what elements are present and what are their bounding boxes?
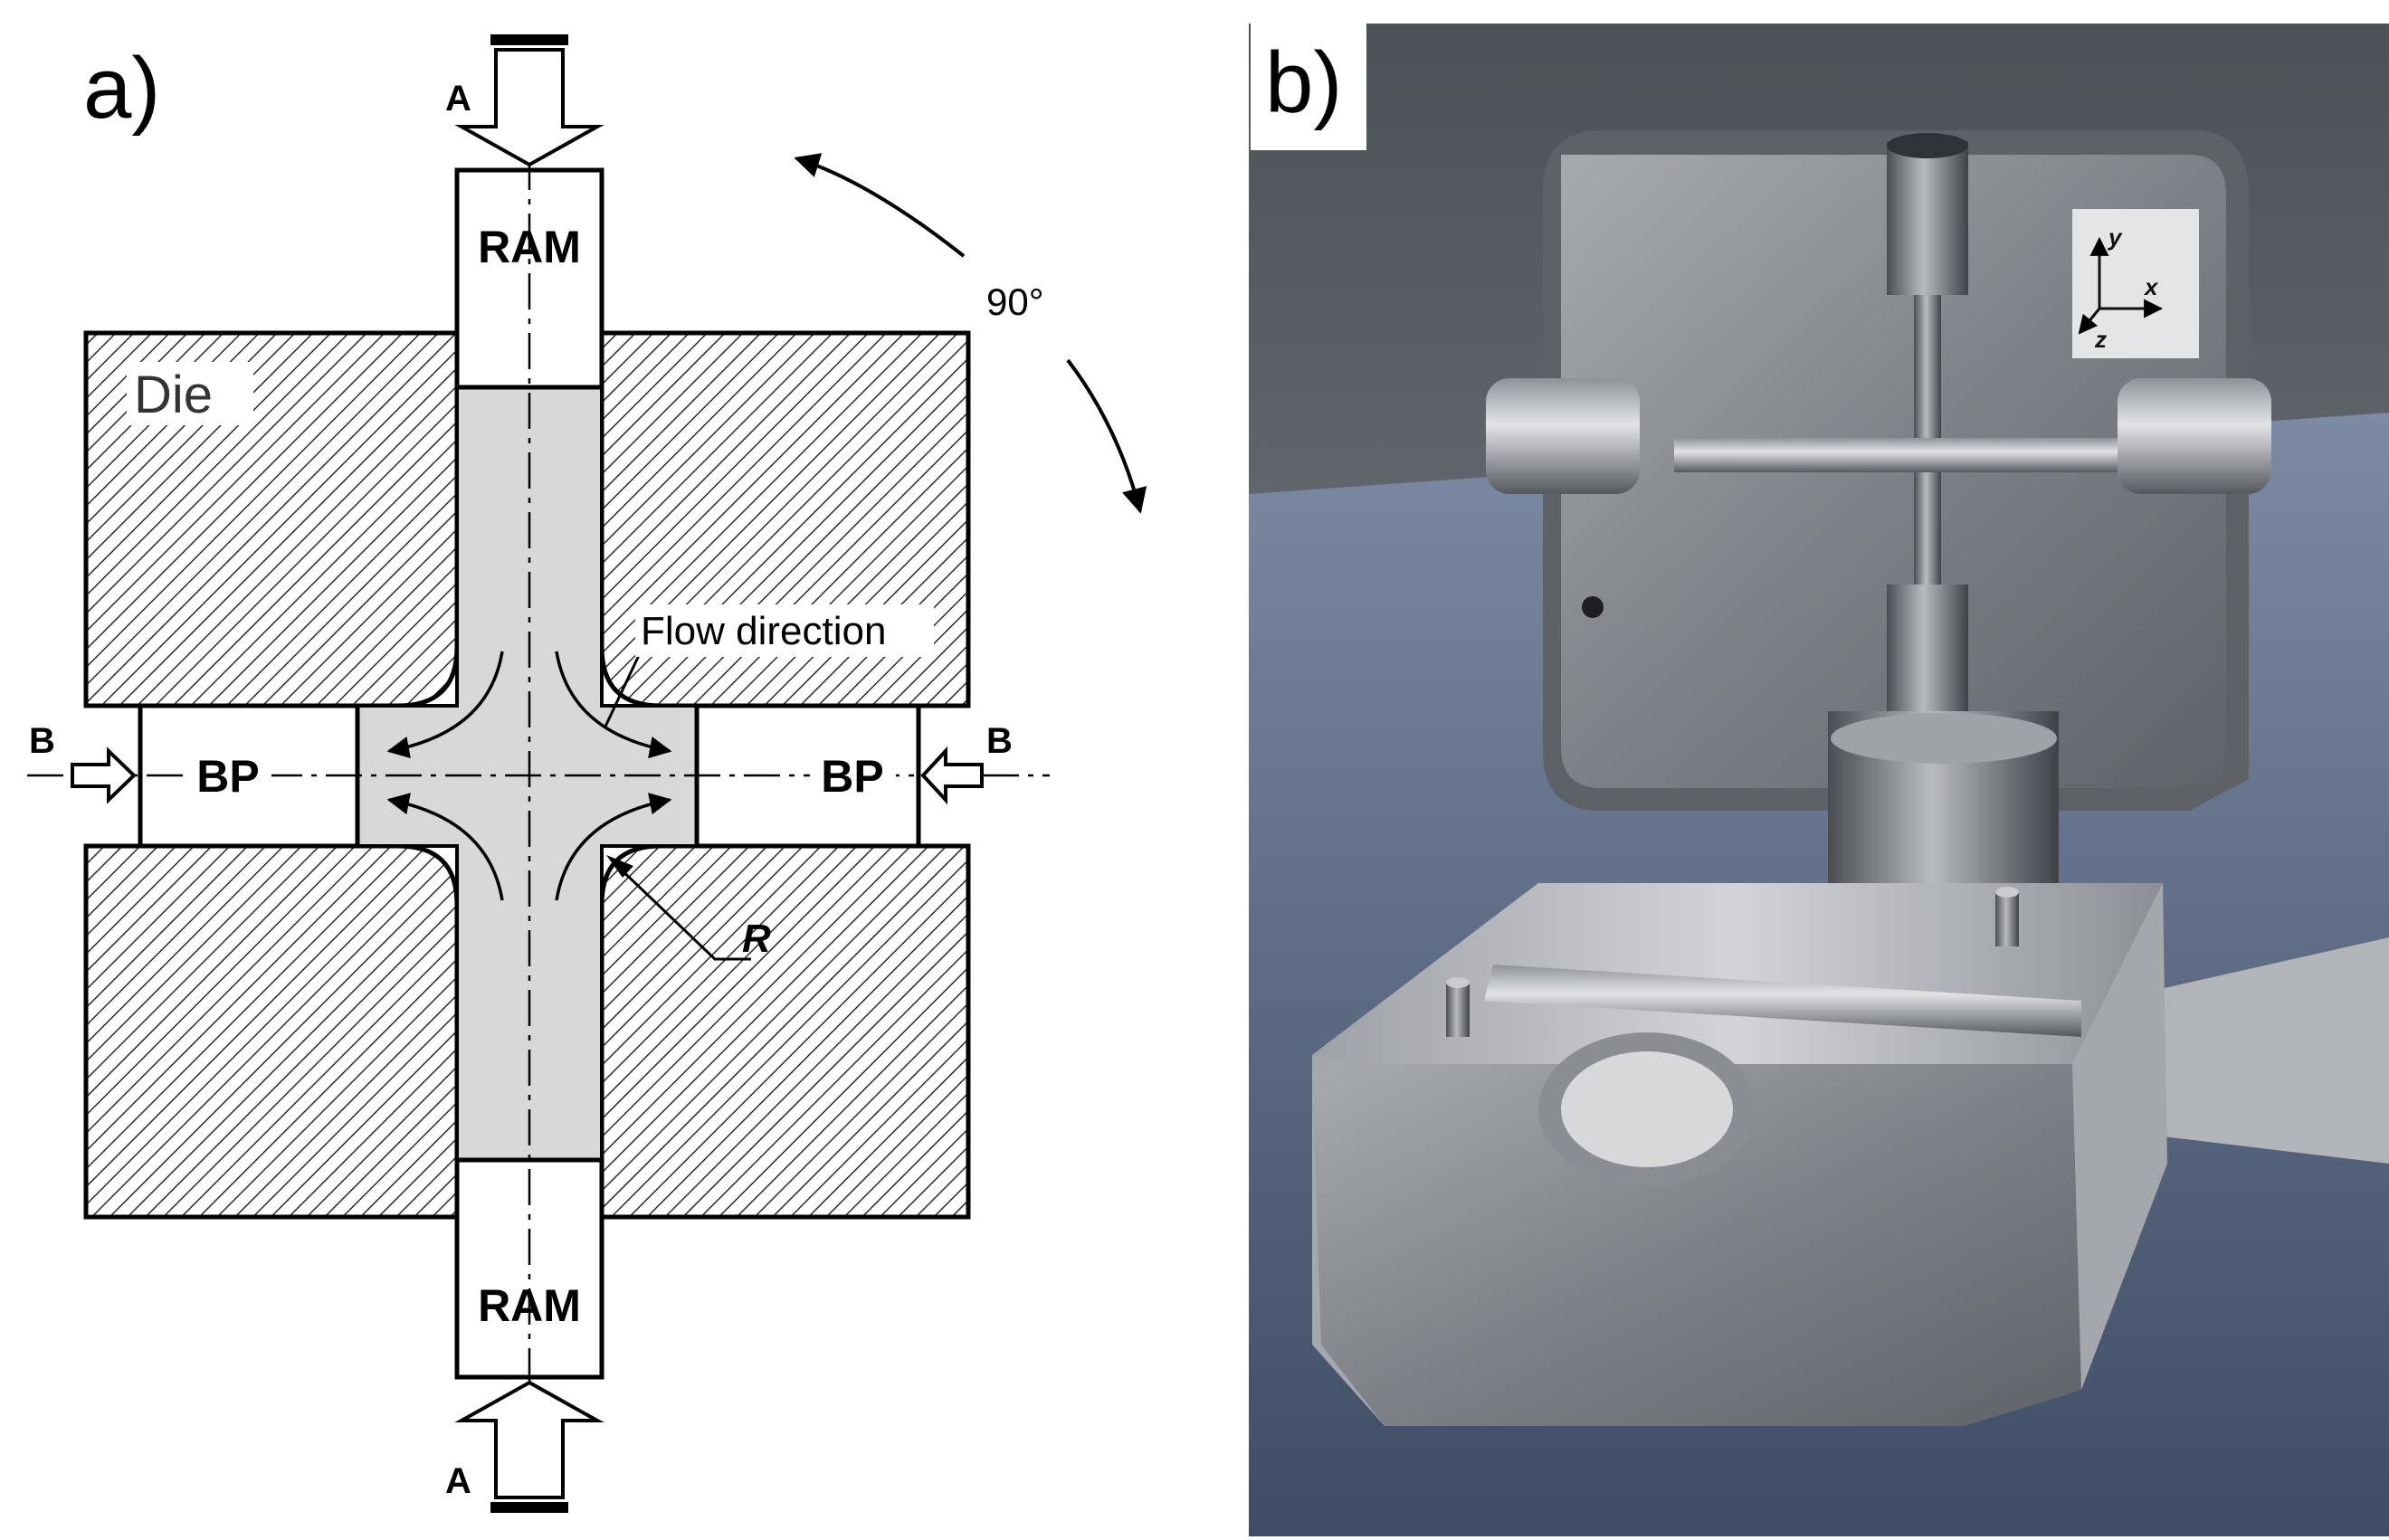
rotation-arrow-upper [794,153,966,258]
arrow-a-bottom-label: A [445,1461,471,1501]
panel-b-photo: y x z [1249,24,2389,1536]
arrow-b-left [71,746,137,804]
arrow-a-top [454,34,604,167]
flow-direction-label: Flow direction [641,609,886,653]
rotation-arrow-lower [1066,358,1147,514]
flow-arrows [386,651,672,901]
arrow-b-left-label: B [29,721,55,761]
die-bottom-right [599,843,971,1220]
arrow-b-right-label: B [986,721,1013,761]
axis-x-label: x [2143,273,2159,300]
flow-leader-line [603,651,642,729]
panel-b-label: b) [1265,34,1343,131]
arrow-a-bottom [454,1380,604,1513]
panel-a-schematic: Die RAM RAM BP BP A A B B Flow direction [27,34,1147,1513]
axis-z-label: z [2094,326,2107,353]
axis-y-label: y [2107,223,2123,251]
panel-b-label-background [1251,24,1366,150]
lower-die-half [1312,883,2167,1426]
arrow-b-right [920,746,984,805]
die-bottom-left [83,843,460,1220]
die-label: Die [134,366,213,424]
panel-a-label: a) [83,40,161,137]
radius-label: R [742,917,771,961]
arrow-a-top-label: A [445,79,471,119]
axis-inset: y x z [2072,209,2199,358]
radius-leader-line [614,862,751,961]
die-blocks [83,330,971,1220]
ram-top-label: RAM [478,222,581,272]
bp-right-label: BP [821,751,883,802]
ram-bottom-label: RAM [478,1280,581,1331]
bp-left-label: BP [196,751,259,802]
rotation-label: 90° [986,280,1044,323]
